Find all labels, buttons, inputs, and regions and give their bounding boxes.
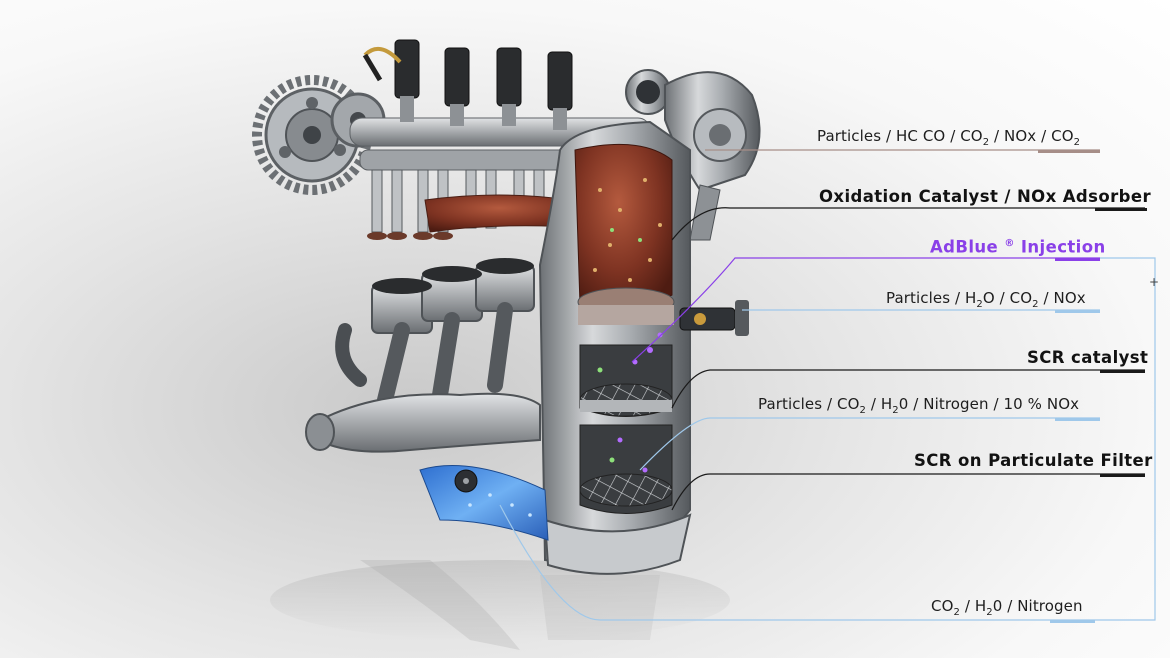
label-adblue-injection: AdBlue ® Injection — [930, 237, 1106, 257]
label-underlines — [1038, 150, 1147, 623]
label-scr-particulate-filter: SCR on Particulate Filter — [914, 451, 1153, 470]
leader-oxidation — [671, 207, 1145, 241]
fuel-injectors — [362, 39, 573, 130]
leader-scr-filter — [671, 473, 1145, 511]
label-scr-catalyst: SCR catalyst — [1027, 348, 1149, 367]
bracket-line — [1100, 257, 1156, 621]
leader-lines — [499, 149, 1156, 621]
label-oxidation-catalyst: Oxidation Catalyst / NOx Adsorber — [819, 187, 1151, 206]
leader-scr-catalyst — [671, 369, 1145, 409]
leader-final — [499, 504, 1100, 621]
floor-reflection — [270, 560, 730, 650]
label-clean-output: CO2 / H20 / Nitrogen — [931, 597, 1083, 618]
label-h2o: Particles / H2O / CO2 / NOx — [886, 289, 1086, 310]
plus-marker: + — [1149, 275, 1160, 289]
aftertreatment-canister — [538, 120, 692, 575]
pistons-crankshaft — [305, 258, 541, 453]
outlet-pipe — [419, 465, 549, 541]
leader-adblue — [631, 257, 1100, 363]
leader-nitrogen10 — [639, 417, 1100, 471]
adblue-injector — [679, 300, 749, 336]
label-nitrogen-10-nox: Particles / CO2 / H20 / Nitrogen / 10 % … — [758, 395, 1080, 416]
label-hc-co: Particles / HC CO / CO2 / NOx / CO2 — [817, 127, 1081, 148]
